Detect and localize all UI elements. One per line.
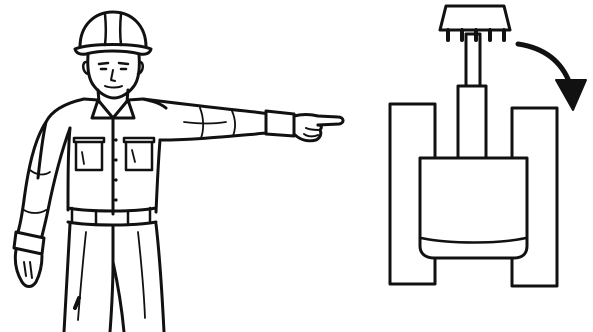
boom-base bbox=[458, 86, 486, 158]
pointing-arm bbox=[143, 99, 294, 140]
boom-arm bbox=[466, 34, 480, 86]
worker-figure bbox=[14, 12, 343, 332]
machine-diagram bbox=[390, 6, 586, 286]
machine-body bbox=[420, 158, 527, 258]
rotate-clockwise-arrow-icon bbox=[518, 44, 586, 110]
bucket-icon bbox=[440, 6, 510, 40]
belt bbox=[68, 208, 156, 225]
worker-pants bbox=[64, 224, 164, 332]
hard-hat-icon bbox=[75, 12, 151, 54]
pointing-hand-icon bbox=[294, 115, 343, 141]
worker-head bbox=[83, 55, 143, 98]
